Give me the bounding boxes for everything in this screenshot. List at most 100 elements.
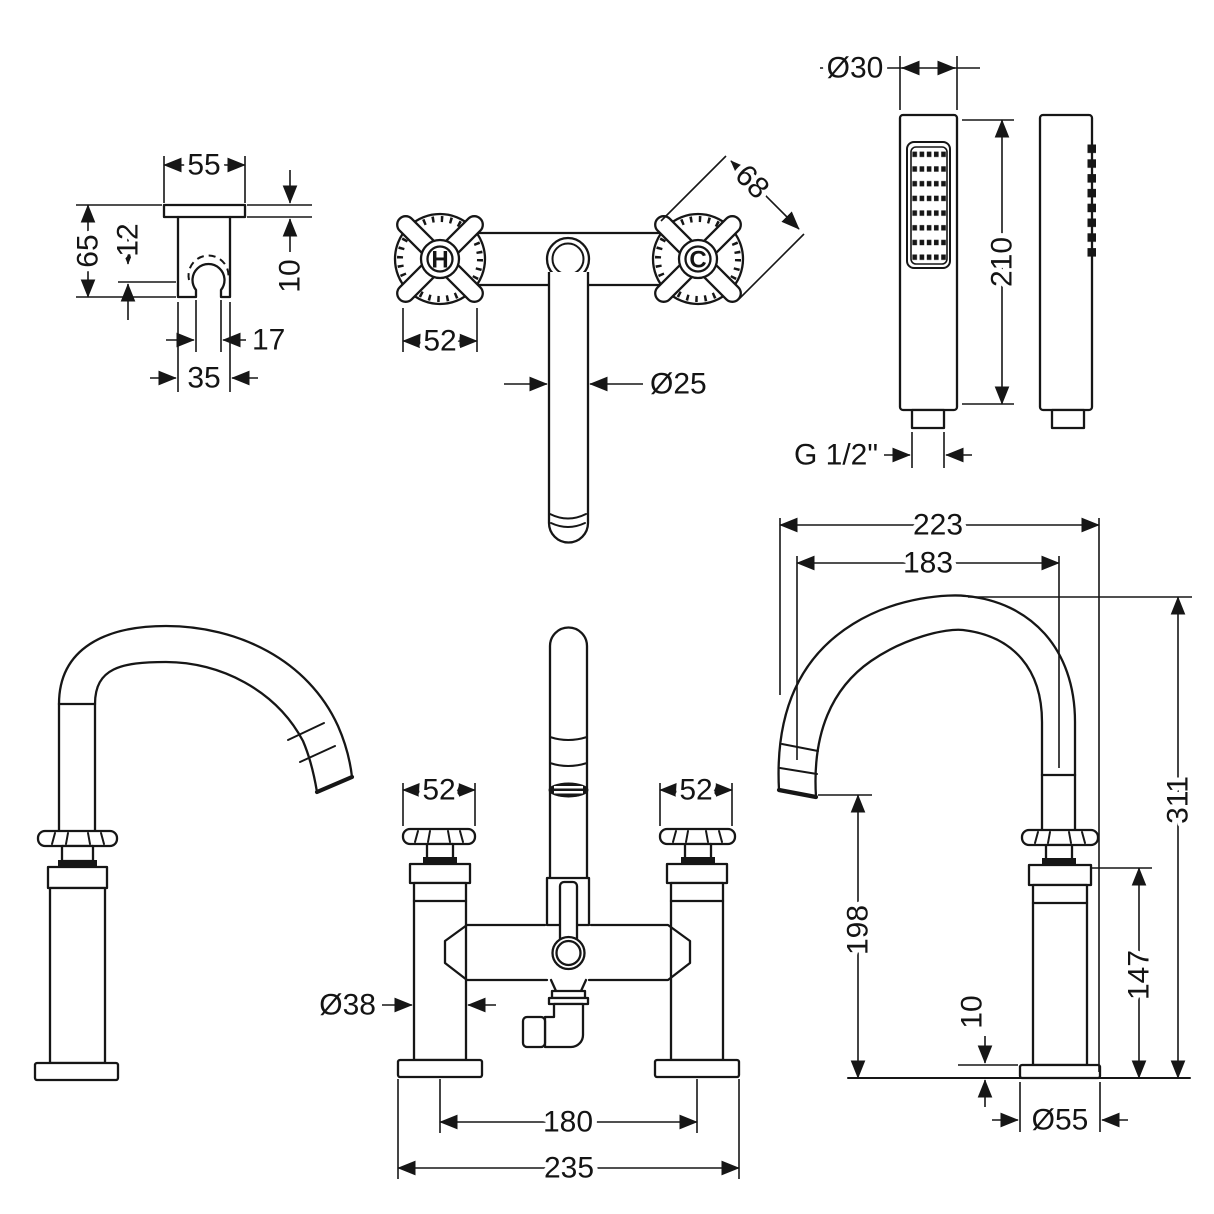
dim-label: 55 [187,149,220,182]
dim-label: 180 [543,1106,593,1139]
dim-label: 10 [274,259,307,292]
front-view: 52 52 Ø38 180 235 [314,626,741,1190]
cold-handle: C [651,212,745,306]
dim-label: Ø25 [650,368,707,401]
dim-label: 10 [956,995,989,1028]
spout-outer-curve [777,594,1077,792]
spray-plate [906,141,951,269]
spout-outer-curve [57,624,354,779]
dim-handset-length: 210 [962,119,1024,405]
handle-edge [1020,828,1100,847]
wall-bracket-view: 55 65 12 10 17 [67,144,312,400]
dim-label: 65 [72,234,105,267]
knurl-ring [397,216,483,302]
handset-view: Ø30 210 G 1/2" [789,47,1097,477]
dim-label: 210 [986,237,1019,287]
dim-bracket-slot-width: 17 [166,300,290,362]
dim-label: Ø55 [1032,1104,1089,1137]
mixer-body-right [587,923,692,982]
pillar-body [48,886,107,1065]
spout-band-1 [287,722,325,741]
hot-handle: H [393,212,487,306]
pillar-cap [46,865,109,890]
right-handle-edge [658,827,737,846]
handset-side [1038,113,1094,412]
dim-side-overall-height: 311 [968,596,1200,1079]
cold-indicator: C [689,247,706,274]
dim-front-right-handle: 52 [659,769,733,826]
spout-band-2 [299,745,336,763]
dim-label: 17 [252,324,285,357]
spout-inner-curve [814,628,1044,799]
cradle-rim [548,782,589,798]
taper-right [579,978,588,993]
spout-ring-1 [549,513,587,520]
dim-label: 52 [422,774,455,807]
dim-front-overall-width: 235 [397,1079,740,1190]
dim-side-base-diameter: Ø55 [992,1082,1128,1142]
knurl-ring [655,216,741,302]
pillar-body [1031,883,1089,1067]
dim-bracket-width: 55 [163,144,246,203]
diverter-lever [558,880,579,947]
dim-label: 52 [423,325,456,358]
spout-inner-curve [93,660,319,794]
left-neck-band [423,857,457,864]
bracket-plate [162,203,247,219]
dim-label: 311 [1162,776,1195,824]
dim-front-left-handle: 52 [402,769,476,826]
mixer-body-left [443,923,549,982]
handset-dashed-outline [187,254,230,281]
left-pillar [412,881,468,1062]
diverter-knob-inner [555,939,582,967]
dim-label: 235 [544,1152,594,1185]
dim-label: Ø38 [319,989,376,1022]
left-base [396,1058,484,1079]
plan-view: H C 52 68 [393,154,805,544]
dim-label: 147 [1123,950,1156,1000]
handset-seam-2 [549,762,588,767]
handle-neck [60,844,95,863]
dim-bracket-body-width: 35 [150,302,258,400]
left-cap [408,862,472,885]
dim-label: 223 [913,509,963,542]
dim-front-tap-centres: 180 [439,1079,698,1144]
handset-side-connector [1050,408,1086,430]
handset-seam-1 [549,736,588,741]
spout-tip [314,774,355,795]
dim-side-spout-height: 198 [818,794,880,1079]
pillar-base [1018,1063,1102,1080]
dim-label: Ø30 [827,52,884,85]
dim-front-pillar-diameter: Ø38 [314,984,496,1027]
dim-side-base-thickness: 10 [951,990,1018,1107]
outlet-flange [521,1015,547,1049]
outlet-elbow [543,1002,585,1049]
dim-bracket-hook-offset: 12 [107,218,176,320]
spout-tube [547,272,590,544]
spout-tip [776,787,819,800]
dim-plan-spout-diameter: Ø25 [504,363,712,406]
right-cap [665,862,729,885]
dim-label: 35 [187,362,220,395]
bracket-body [176,215,232,299]
dim-side-body-height: 147 [1091,867,1161,1079]
dim-side-spout-projection: 183 [796,542,1060,768]
dim-label: 183 [903,547,953,580]
spout-band-1 [781,743,819,752]
right-neck-band [681,857,715,864]
dim-handset-head-diameter: Ø30 [820,47,980,110]
spout-band-2 [779,767,818,775]
dim-side-overall-projection: 223 [779,504,1100,1072]
pillar-base [33,1061,120,1082]
right-base [653,1058,741,1079]
nozzle-strip [1087,142,1097,260]
neck-band [58,860,97,867]
dim-label: G 1/2" [794,439,878,472]
dim-handset-thread: G 1/2" [789,432,972,477]
side-view: 223 183 198 147 311 10 [776,504,1200,1142]
neck-band [1042,858,1076,865]
spout-side-view [33,624,355,1082]
pillar-cap [1027,863,1093,887]
